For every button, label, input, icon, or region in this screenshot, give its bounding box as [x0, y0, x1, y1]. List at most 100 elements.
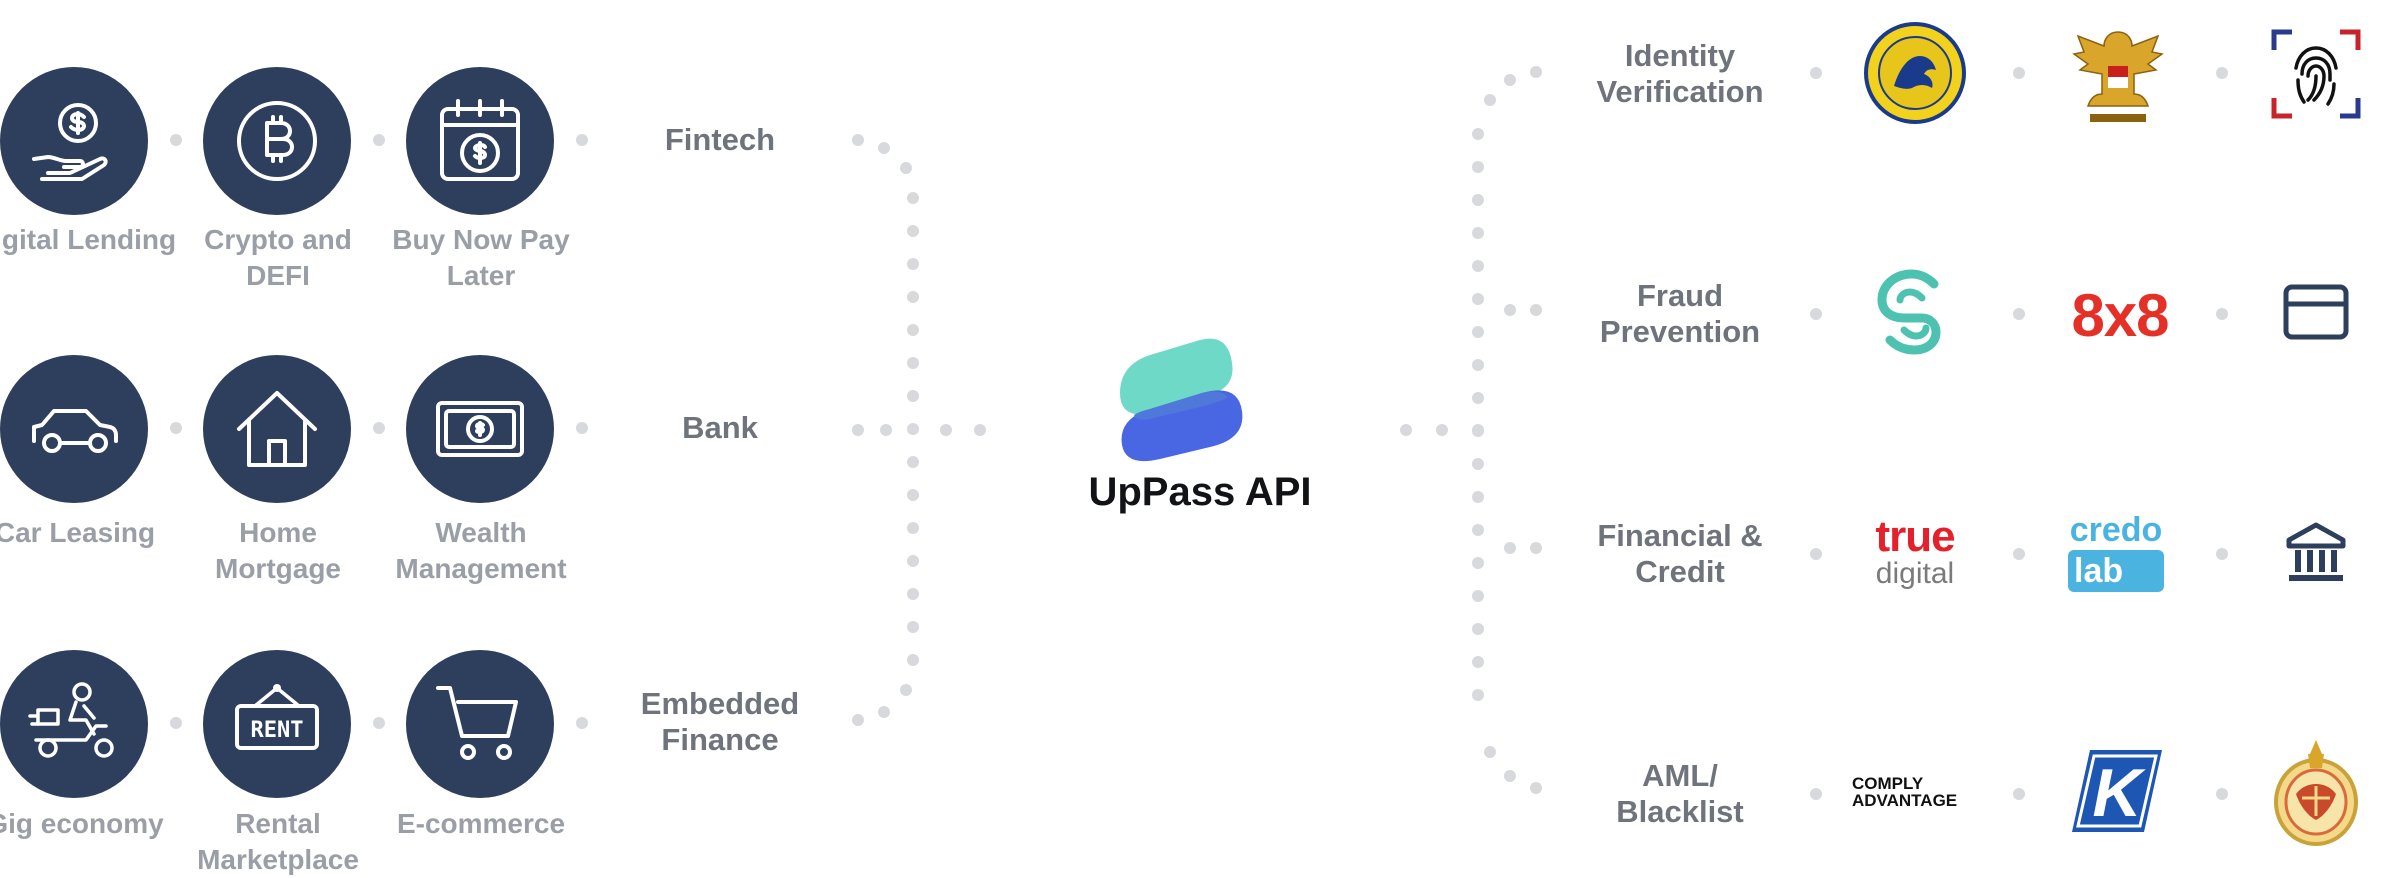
connector-dot — [1472, 689, 1484, 701]
advantage-logo-text: ADVANTAGE — [1852, 791, 1958, 810]
connector-dot — [1472, 623, 1484, 635]
connector-dot — [1504, 304, 1516, 316]
connector-dot — [878, 706, 890, 718]
connector-dot — [1810, 788, 1822, 800]
connector-dot — [1472, 425, 1484, 437]
garuda-emblem-icon — [2072, 31, 2164, 122]
connector-dot — [1530, 542, 1542, 554]
connector-dot — [1472, 194, 1484, 206]
connector-dot — [2013, 788, 2025, 800]
banknote-icon — [436, 401, 524, 457]
comply-advantage-logo: COMPLY ADVANTAGE — [1852, 774, 1982, 810]
sector-label: Rental Marketplace — [197, 808, 359, 875]
lab-logo-text: lab — [2068, 550, 2164, 592]
connector-dot — [1530, 304, 1542, 316]
connector-dot — [1484, 746, 1496, 758]
credo-logo-text: credo — [2069, 511, 2163, 549]
connector-dot — [1472, 590, 1484, 602]
digital-logo-text: digital — [1875, 557, 1955, 590]
sector-digital-lending — [0, 67, 148, 215]
connector-dot — [1504, 74, 1516, 86]
service-fraud-prevention: Fraud Prevention — [1599, 278, 1761, 349]
connector-dot — [2013, 548, 2025, 560]
connector-dot — [1530, 66, 1542, 78]
connector-dot — [907, 423, 919, 435]
category-embedded-finance: Embedded Finance — [640, 686, 800, 757]
connector-dot — [2216, 788, 2228, 800]
connector-dot — [907, 390, 919, 402]
credolab-logo: credo lab — [2068, 512, 2164, 592]
calendar-dollar-icon — [440, 99, 520, 181]
connector-dot — [1472, 326, 1484, 338]
k-logo-text: K — [2092, 755, 2146, 831]
connector-dot — [907, 555, 919, 567]
connector-dot — [1484, 94, 1496, 106]
connector-dot — [170, 422, 182, 434]
connector-dot — [974, 424, 986, 436]
connector-dot — [940, 424, 952, 436]
hand-coin-icon — [32, 103, 108, 181]
sector-rental: RENT — [203, 650, 351, 798]
connector-dot — [1472, 227, 1484, 239]
connector-dot — [373, 717, 385, 729]
thai-dopa-seal-icon — [1864, 22, 1966, 124]
shopping-cart-icon — [436, 686, 518, 760]
sector-home-mortgage — [203, 355, 351, 503]
connector-dot — [852, 424, 864, 436]
sector-label: Car Leasing — [0, 517, 156, 548]
connector-dot — [170, 717, 182, 729]
connector-dot — [852, 134, 864, 146]
connector-dot — [2216, 308, 2228, 320]
bitcoin-icon — [237, 101, 317, 181]
connector-dot — [2216, 67, 2228, 79]
comply-logo-text: COMPLY — [1852, 774, 1924, 793]
connector-dot — [900, 162, 912, 174]
seon-logo-icon — [1877, 269, 1941, 355]
service-financial-credit: Financial & Credit — [1597, 518, 1763, 589]
connector-dot — [907, 357, 919, 369]
connector-dot — [576, 422, 588, 434]
sector-wealth — [406, 355, 554, 503]
8x8-logo: 8x8 — [2060, 280, 2180, 350]
connector-dot — [852, 714, 864, 726]
bank-building-icon — [2286, 522, 2346, 581]
category-bank: Bank — [682, 410, 758, 445]
connector-dot — [2216, 548, 2228, 560]
fingerprint-scan-icon — [2271, 29, 2361, 119]
sector-ecommerce — [406, 650, 554, 798]
k-logo-icon: K — [2072, 750, 2162, 832]
sector-label: Crypto and DEFI — [204, 224, 352, 291]
connector-dot — [907, 258, 919, 270]
connector-dot — [1504, 542, 1516, 554]
car-icon — [32, 409, 118, 453]
connector-dot — [1472, 524, 1484, 536]
true-logo-text: true — [1875, 512, 1955, 561]
connector-dot — [373, 422, 385, 434]
connector-dot — [1810, 548, 1822, 560]
sector-label: Home Mortgage — [215, 517, 341, 584]
rent-sign-icon: RENT — [235, 684, 319, 750]
sector-label: Digital Lending — [0, 224, 177, 255]
delivery-scooter-icon — [28, 682, 114, 758]
connector-dot — [907, 489, 919, 501]
connector-dot — [907, 324, 919, 336]
connector-dot — [1472, 656, 1484, 668]
connector-dot — [170, 134, 182, 146]
connector-dot — [907, 192, 919, 204]
connector-dot — [1472, 458, 1484, 470]
connector-dot — [2013, 67, 2025, 79]
connector-dot — [900, 684, 912, 696]
connector-dot — [1810, 67, 1822, 79]
connector-dot — [1472, 392, 1484, 404]
connector-dot — [1472, 359, 1484, 371]
house-icon — [237, 391, 317, 467]
connector-dot — [1810, 308, 1822, 320]
connector-dot — [373, 134, 385, 146]
sector-label: Gig economy — [0, 808, 164, 839]
api-title: UpPass API — [1088, 470, 1312, 514]
8x8-logo-text: 8x8 — [2071, 281, 2169, 349]
connector-dot — [907, 291, 919, 303]
card-icon — [2283, 284, 2349, 340]
connector-dot — [907, 456, 919, 468]
connector-dot — [1436, 424, 1448, 436]
